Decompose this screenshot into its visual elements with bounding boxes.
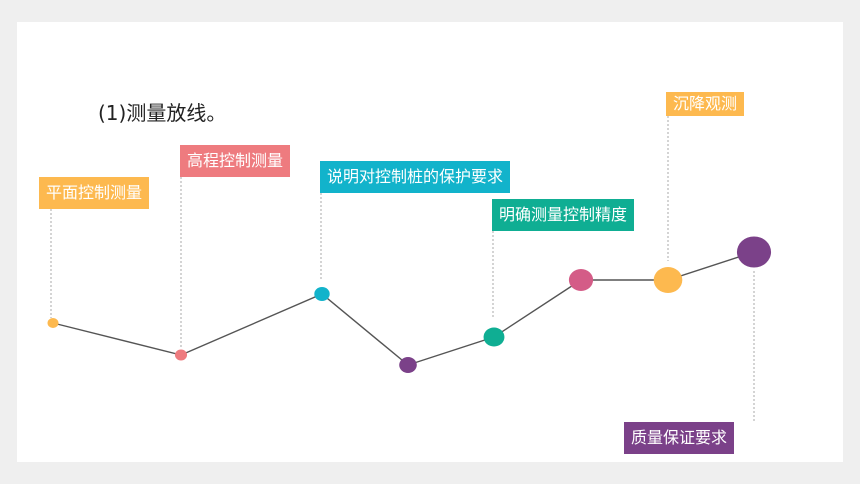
- timeline-path: [52, 251, 755, 366]
- timeline-dot: [174, 349, 188, 361]
- timeline-dot: [399, 357, 417, 373]
- timeline-dot: [314, 287, 330, 301]
- step-label: 明确测量控制精度: [492, 199, 635, 231]
- step-label: 沉降观测: [666, 92, 745, 116]
- leader-lines: [50, 116, 755, 422]
- step-label: 质量保证要求: [624, 422, 735, 454]
- timeline-dot: [47, 318, 59, 328]
- timeline-dot: [736, 236, 772, 268]
- page-title: (1)测量放线。: [98, 101, 227, 125]
- step-label: 高程控制测量: [180, 145, 291, 177]
- timeline-dot: [483, 327, 505, 347]
- step-label: 说明对控制桩的保护要求: [320, 161, 511, 193]
- timeline-dot: [568, 269, 594, 291]
- step-label: 平面控制测量: [39, 177, 150, 209]
- timeline-dots: [47, 236, 772, 373]
- timeline-dot: [653, 267, 683, 293]
